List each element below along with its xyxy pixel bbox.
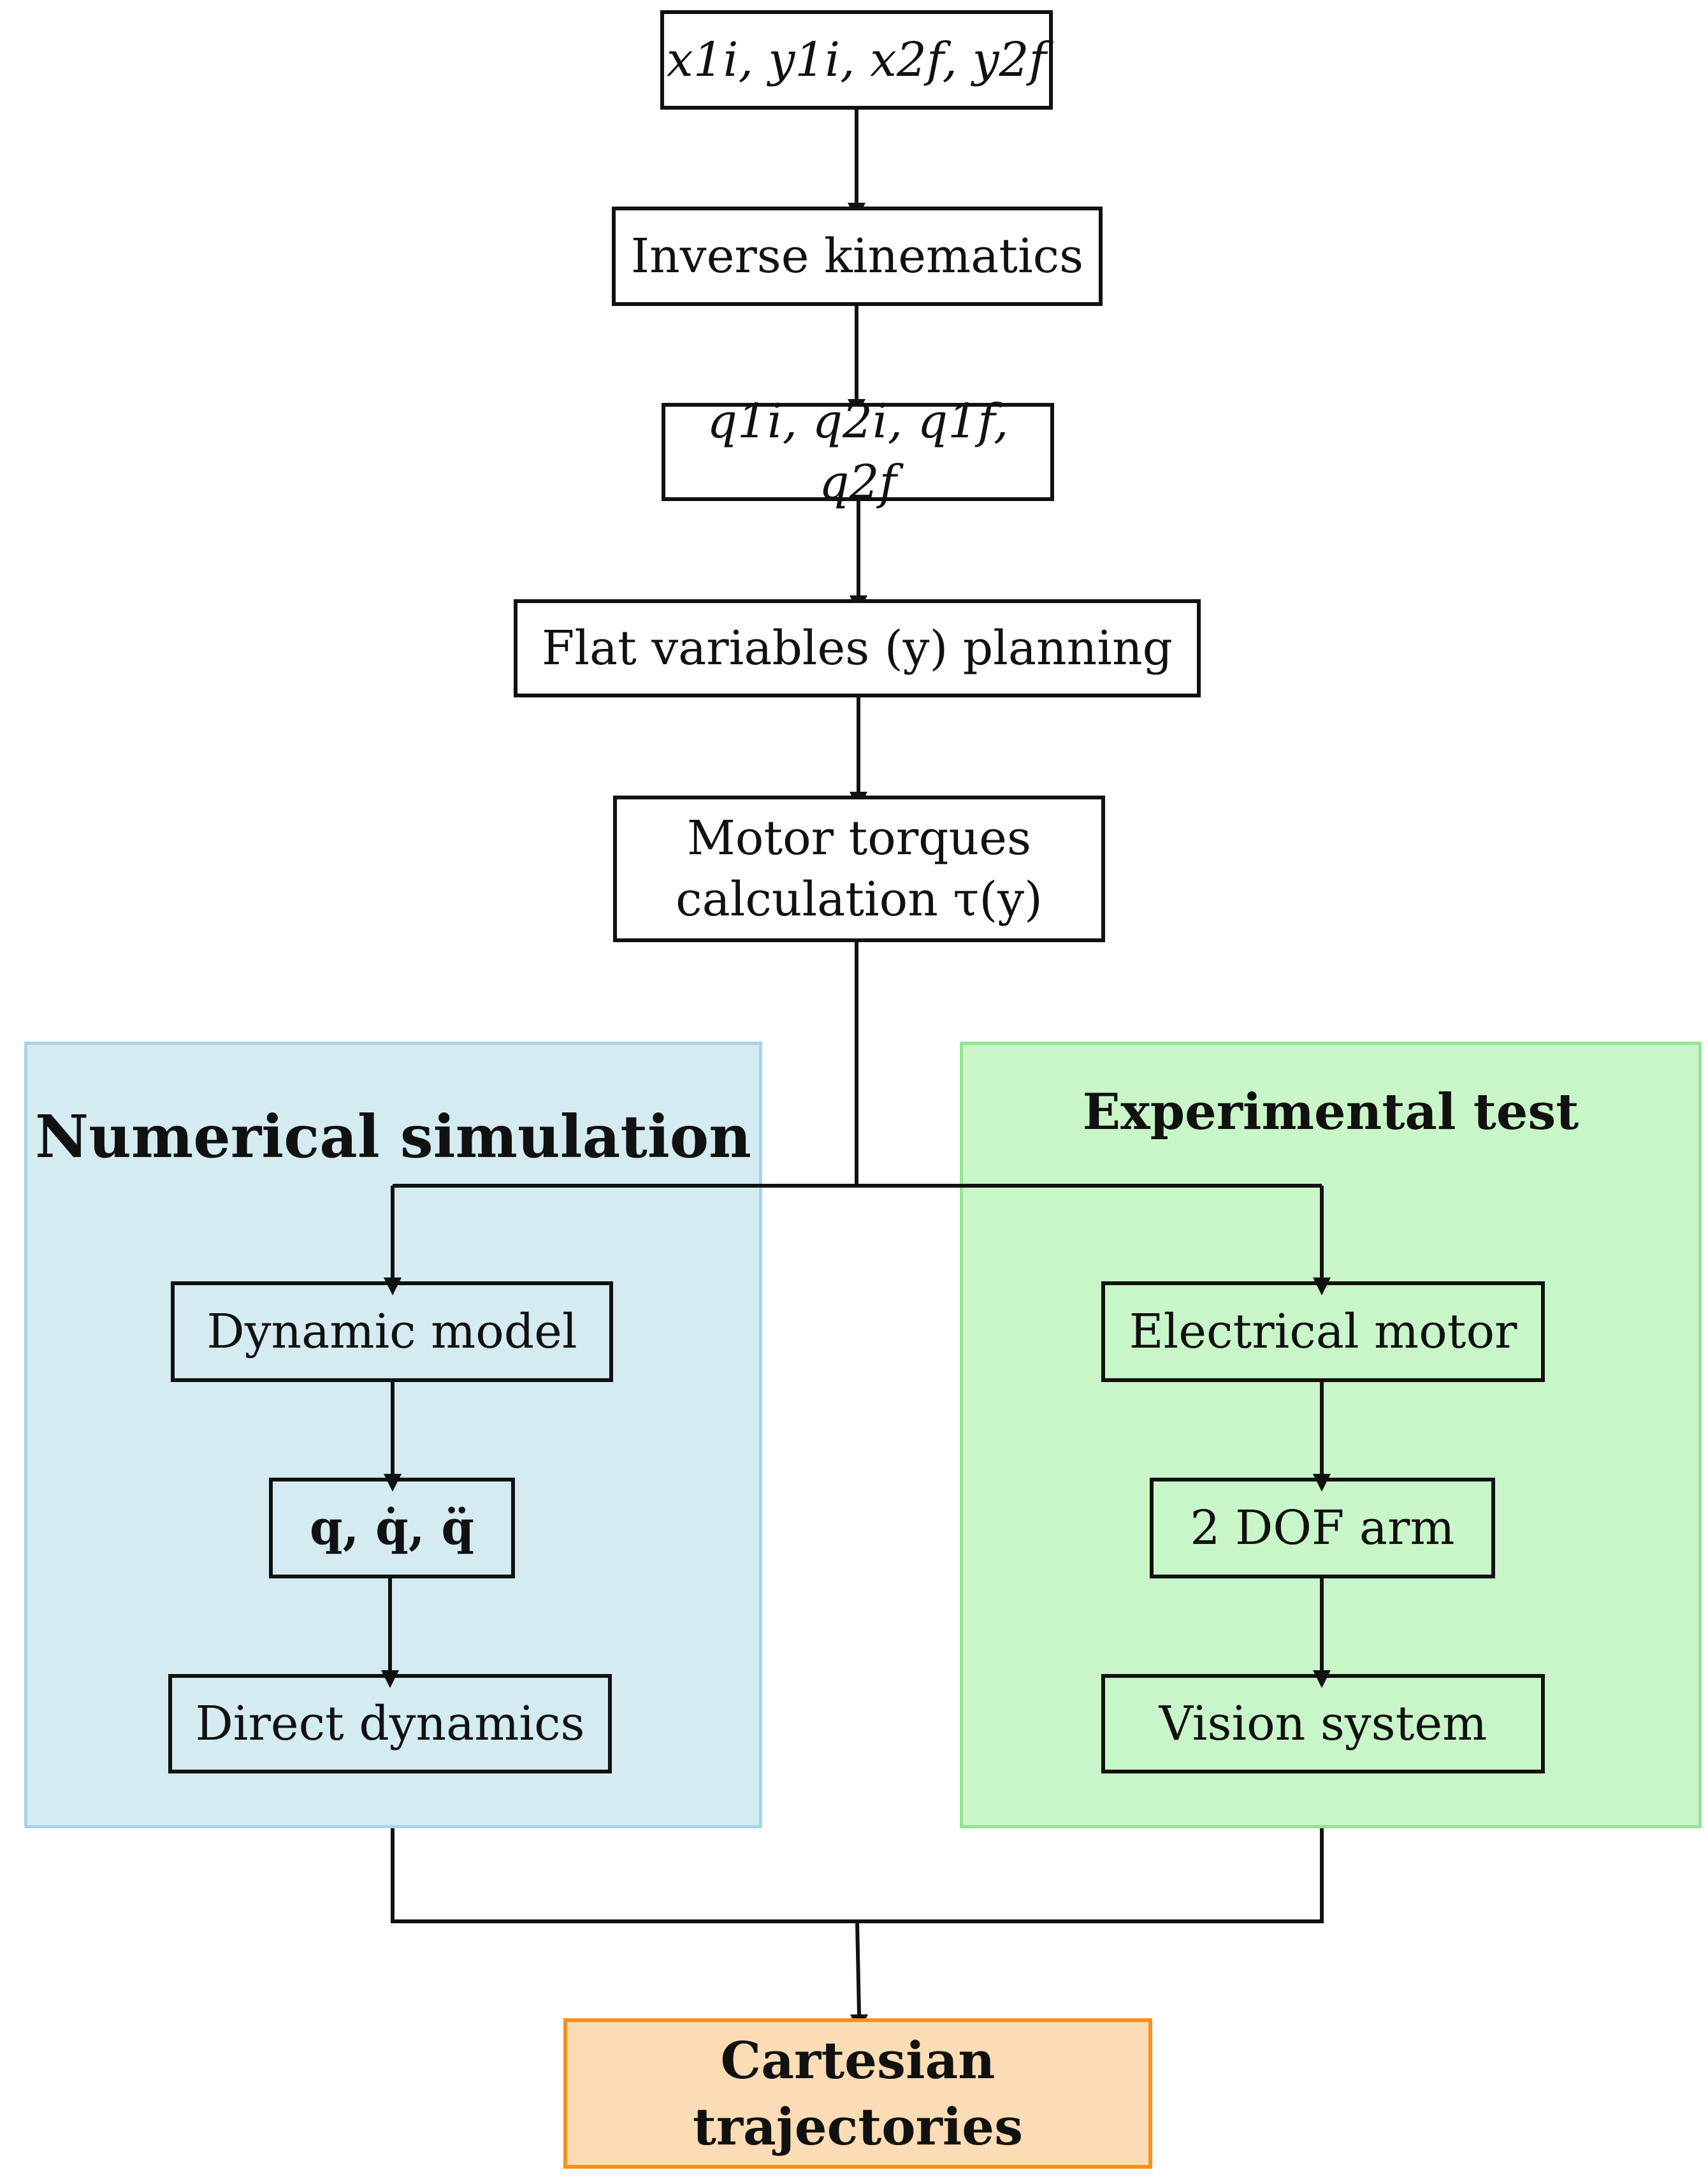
numerical-simulation-region: Numerical simulation [24, 1042, 762, 1828]
vision-system-box: Vision system [1101, 1674, 1545, 1773]
vision-system-label: Vision system [1159, 1696, 1487, 1751]
arrow-merge-to-output [855, 1921, 861, 2015]
direct-dynamics-label: Direct dynamics [195, 1696, 585, 1751]
dof-arm-box: 2 DOF arm [1150, 1478, 1495, 1578]
experimental-test-region: Experimental test [960, 1042, 1702, 1828]
cartesian-trajectories-box: Cartesian trajectories [563, 2018, 1152, 2169]
numerical-simulation-title: Numerical simulation [34, 1102, 752, 1171]
inverse-kinematics-box: Inverse kinematics [612, 207, 1103, 306]
flat-variables-planning-box: Flat variables (y) planning [514, 599, 1201, 697]
electrical-motor-box: Electrical motor [1101, 1281, 1545, 1382]
inverse-kinematics-label: Inverse kinematics [630, 228, 1084, 284]
direct-dynamics-box: Direct dynamics [168, 1674, 612, 1773]
dynamic-model-label: Dynamic model [206, 1304, 577, 1359]
connector-merge [391, 1828, 1324, 1923]
joint-positions-label: q1i, q2i, q1f, q2f [707, 393, 1009, 510]
experimental-test-title: Experimental test [1082, 1083, 1579, 1141]
cartesian-trajectories-label: Cartesian trajectories [692, 2030, 1024, 2157]
dynamic-model-box: Dynamic model [171, 1281, 613, 1382]
torque-calculation-line1: Motor torques [687, 810, 1031, 866]
torque-calculation-box: Motor torques calculation τ(y) [613, 796, 1105, 942]
joint-states-box: q, q̇, q̈ [269, 1478, 515, 1578]
joint-positions-box: q1i, q2i, q1f, q2f [662, 394, 1054, 510]
torque-calculation-line2: calculation τ(y) [676, 872, 1043, 927]
cartesian-input-label: x1i, y1i, x2f, y2f [666, 32, 1046, 87]
cartesian-input-box: x1i, y1i, x2f, y2f [660, 10, 1053, 110]
flat-variables-planning-label: Flat variables (y) planning [541, 620, 1173, 676]
joint-states-label: q, q̇, q̈ [309, 1500, 475, 1555]
dof-arm-label: 2 DOF arm [1190, 1500, 1455, 1555]
electrical-motor-label: Electrical motor [1129, 1304, 1517, 1359]
